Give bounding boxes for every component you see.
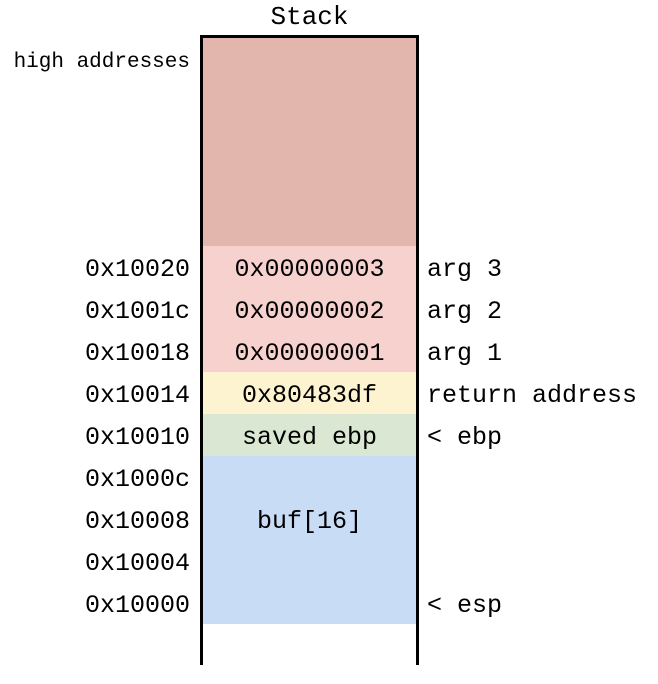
- annotation-label: arg 3: [427, 255, 503, 284]
- stack-cell-value: buf[16]: [256, 507, 363, 536]
- stack-cell-value: 0x00000003: [234, 255, 385, 284]
- stack-cell-value: 0x00000002: [234, 297, 385, 326]
- annotation-label: return address: [427, 381, 638, 410]
- annotation-label: < ebp: [427, 423, 503, 452]
- stack-cell-value: 0x80483df: [241, 381, 378, 410]
- annotation-label: arg 1: [427, 339, 503, 368]
- address-label: 0x1001c: [84, 297, 190, 326]
- region-arguments: [203, 246, 416, 372]
- address-label: 0x10004: [84, 549, 190, 578]
- annotation-label: < esp: [427, 591, 503, 620]
- stack-cell-value: saved ebp: [241, 423, 378, 452]
- address-label: 0x10020: [84, 255, 190, 284]
- region-buffer: [203, 456, 416, 624]
- address-label: 0x10008: [84, 507, 190, 536]
- region-saved-ebp: [203, 414, 416, 456]
- address-label: 0x10010: [84, 423, 190, 452]
- address-label: 0x1000c: [84, 465, 190, 494]
- region-return-address: [203, 372, 416, 414]
- address-label: 0x10000: [84, 591, 190, 620]
- region-higher-stack: [203, 38, 416, 246]
- diagram-title: Stack: [270, 2, 349, 32]
- annotation-label: arg 2: [427, 297, 503, 326]
- address-label: 0x10014: [84, 381, 190, 410]
- high-addresses-label: high addresses: [13, 51, 190, 74]
- stack-cell-value: 0x00000001: [234, 339, 385, 368]
- address-label: 0x10018: [84, 339, 190, 368]
- stack-box-outline: [200, 35, 419, 665]
